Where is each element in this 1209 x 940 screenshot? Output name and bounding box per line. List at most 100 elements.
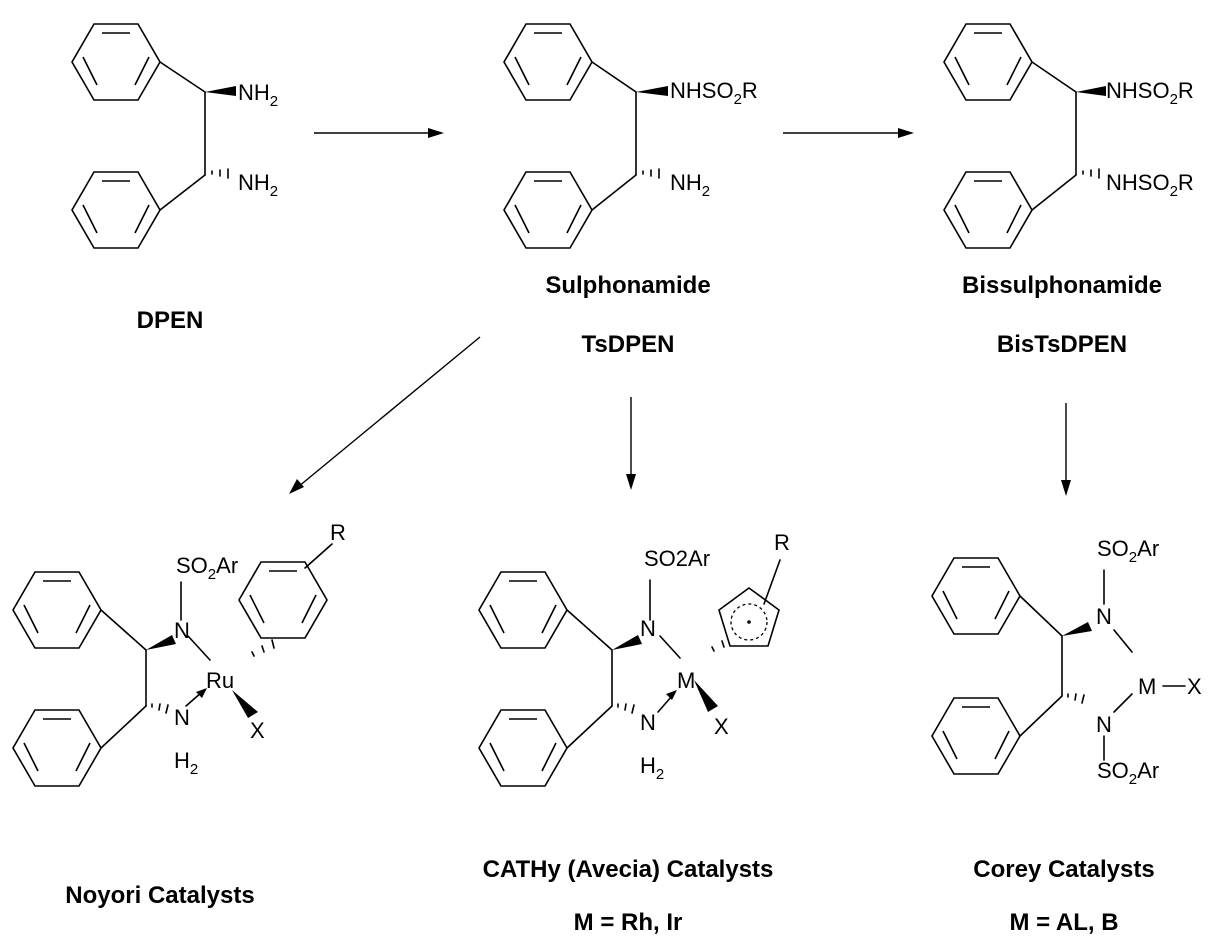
svg-text:H2: H2 [174, 748, 198, 778]
svg-text:NHSO2R: NHSO2R [1106, 170, 1194, 200]
nitrogen-atom: N [640, 616, 656, 641]
wedge-bond [1076, 86, 1106, 96]
wedge-bond [612, 635, 642, 650]
bissulphonamide-structure: NHSO2R NHSO2R [943, 23, 1194, 249]
hash-bond [711, 640, 725, 652]
subscript: 2 [208, 566, 216, 583]
subscript: 2 [270, 93, 278, 110]
cathy-label: CATHy (Avecia) Catalysts [483, 856, 774, 883]
phenyl-ring [931, 557, 1021, 635]
phenyl-ring [478, 571, 568, 649]
r-group: R [742, 78, 758, 103]
sulphonamide-group: NHSO [670, 78, 734, 103]
phenyl-ring [478, 709, 568, 787]
hash-bond [211, 168, 229, 179]
noyori-label: Noyori Catalysts [65, 882, 254, 909]
corey-label: Corey Catalysts [973, 856, 1154, 883]
svg-text:SO2Ar: SO2Ar [176, 553, 238, 583]
hash-bond [1082, 168, 1100, 179]
phenyl-ring [931, 697, 1021, 775]
x-ligand: X [1187, 674, 1202, 699]
hydrogen-atom: H [640, 753, 656, 778]
arene-ring [238, 561, 328, 639]
subscript: 2 [734, 91, 742, 108]
subscript: 2 [1129, 549, 1137, 566]
subscript: 2 [1170, 91, 1178, 108]
x-ligand: X [250, 718, 265, 743]
tsdpen-label: TsDPEN [582, 331, 675, 358]
sulfonyl-group: SO [1097, 758, 1129, 783]
svg-text:NH2: NH2 [670, 170, 710, 200]
hydrogen-atom: H [174, 748, 190, 773]
reaction-arrow [314, 128, 444, 138]
phenyl-ring [71, 171, 161, 249]
hash-bond [151, 703, 169, 714]
metal-center: M [1138, 674, 1156, 699]
subscript: 2 [1129, 771, 1137, 788]
corey-metals-label: M = AL, B [1009, 909, 1118, 936]
r-group: R [1178, 78, 1194, 103]
reaction-arrow [1061, 403, 1071, 496]
amine-group: NH [670, 170, 702, 195]
subscript: 2 [270, 183, 278, 200]
phenyl-ring [503, 23, 593, 101]
hash-bond [617, 703, 635, 714]
svg-text:SO2Ar: SO2Ar [1097, 536, 1159, 566]
sulfonyl-group: SO2Ar [644, 546, 710, 571]
phenyl-ring [12, 571, 102, 649]
x-ligand: X [714, 714, 729, 739]
wedge-bond [146, 635, 176, 650]
aryl-group: Ar [1137, 536, 1159, 561]
cyclopentadienyl-ring [718, 587, 780, 647]
reaction-arrow [289, 336, 481, 494]
aromatic-dot [747, 620, 751, 624]
nitrogen-atom: N [174, 705, 190, 730]
svg-text:NH2: NH2 [238, 80, 278, 110]
subscript: 2 [702, 183, 710, 200]
hash-bond [1067, 693, 1085, 704]
cathy-metals-label: M = Rh, Ir [574, 909, 683, 936]
svg-text:NHSO2R: NHSO2R [670, 78, 758, 108]
wedge-bond [636, 86, 668, 96]
reaction-arrow [783, 128, 914, 138]
r-group: R [330, 520, 346, 545]
amine-group: NH [238, 80, 270, 105]
wedge-bond [694, 680, 718, 712]
aromatic-circle [730, 603, 768, 641]
corey-catalyst-structure: SO2Ar N M X N SO2Ar [931, 536, 1202, 788]
subscript: 2 [190, 761, 198, 778]
noyori-catalyst-structure: SO2Ar N Ru N H2 X R [12, 520, 346, 787]
dpen-structure: NH2 NH2 [71, 23, 278, 249]
reaction-arrow [626, 397, 636, 490]
nitrogen-atom: N [1096, 604, 1112, 629]
sulfonyl-group: SO [176, 553, 208, 578]
hash-bond [251, 639, 275, 657]
phenyl-ring [943, 23, 1033, 101]
aryl-group: Ar [1137, 758, 1159, 783]
amine-group: NH [238, 170, 270, 195]
bistsdpen-label: BisTsDPEN [997, 331, 1127, 358]
aryl-group: Ar [216, 553, 238, 578]
nitrogen-atom: N [174, 618, 190, 643]
r-group: R [774, 530, 790, 555]
nitrogen-atom: N [1096, 712, 1112, 737]
subscript: 2 [656, 766, 664, 783]
sulphonamide-structure: NHSO2R NH2 [503, 23, 758, 249]
sulphonamide-label: Sulphonamide [545, 272, 710, 299]
svg-text:H2: H2 [640, 753, 664, 783]
phenyl-ring [71, 23, 161, 101]
svg-text:SO2Ar: SO2Ar [1097, 758, 1159, 788]
metal-center: M [677, 668, 695, 693]
phenyl-ring [503, 171, 593, 249]
phenyl-ring [12, 709, 102, 787]
sulphonamide-group: NHSO [1106, 170, 1170, 195]
metal-center: Ru [206, 668, 234, 693]
nitrogen-atom: N [640, 710, 656, 735]
r-group: R [1178, 170, 1194, 195]
hash-bond [642, 168, 660, 179]
sulfonyl-group: SO [1097, 536, 1129, 561]
wedge-bond [232, 690, 258, 718]
subscript: 2 [1170, 183, 1178, 200]
svg-text:NH2: NH2 [238, 170, 278, 200]
